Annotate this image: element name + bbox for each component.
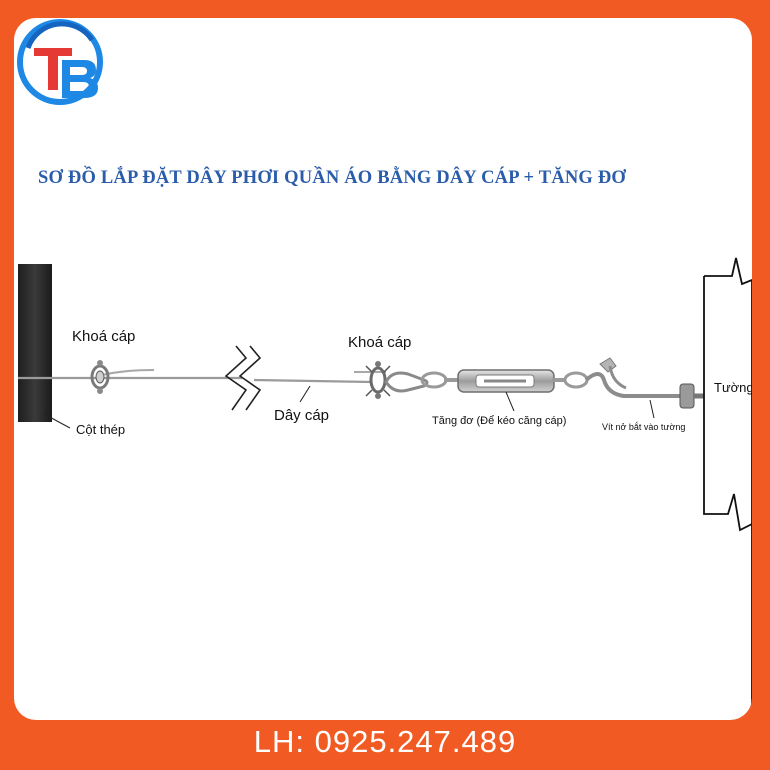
diagram-card: SƠ ĐỒ LẮP ĐẶT DÂY PHƠI QUẦN ÁO BẰNG DÂY … xyxy=(14,18,752,720)
contact-phone: LH: 0925.247.489 xyxy=(253,724,517,759)
leader-steel-post xyxy=(43,413,71,429)
leader-turnbuckle xyxy=(505,391,515,412)
cable-tail xyxy=(101,369,155,376)
leader-wall-screw xyxy=(649,399,655,419)
installation-diagram xyxy=(18,257,752,720)
diagram-title: SƠ ĐỒ LẮP ĐẶT DÂY PHƠI QUẦN ÁO BẰNG DÂY … xyxy=(38,168,627,188)
steel-post xyxy=(18,264,52,422)
label-cable: Dây cáp xyxy=(274,407,330,424)
label-wall: Tường xyxy=(714,380,752,395)
label-turnbuckle: Tăng đơ (Để kéo căng cáp) xyxy=(432,415,567,427)
label-steel-post: Cột thép xyxy=(76,422,126,437)
tb-logo xyxy=(17,19,103,105)
wall xyxy=(703,257,752,720)
label-wall-screw: Vít nở bắt vào tường xyxy=(602,422,686,432)
cable-clamp-left-icon xyxy=(90,360,110,394)
break-symbol xyxy=(224,345,262,411)
thimble-icon xyxy=(384,371,429,393)
label-cable-clamp-left: Khoá cáp xyxy=(72,328,136,345)
cable-clamp-right-icon xyxy=(365,361,391,399)
leader-cable xyxy=(299,385,311,403)
label-cable-clamp-right: Khoá cáp xyxy=(348,334,412,351)
cable-right xyxy=(253,378,373,384)
turnbuckle-icon xyxy=(444,369,589,393)
wall-screw-icon xyxy=(584,357,704,409)
